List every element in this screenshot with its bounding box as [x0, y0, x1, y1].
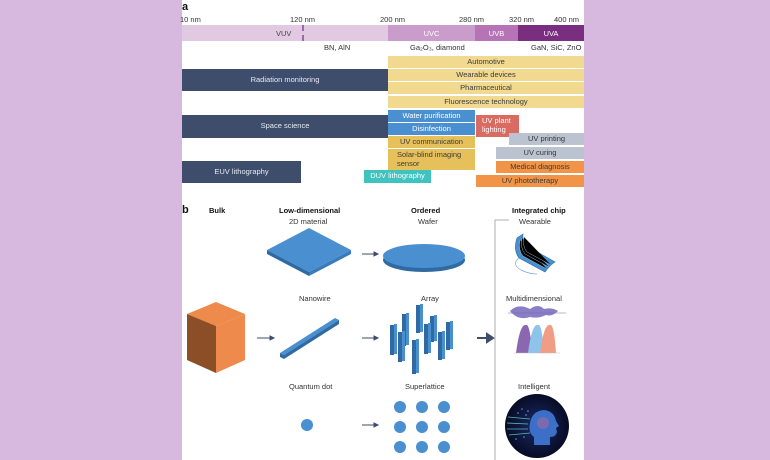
app-uv-plant-lighting: UV plant lighting: [476, 115, 519, 137]
label-array: Array: [421, 294, 439, 303]
wafer-icon: [383, 244, 465, 272]
band-uvb: UVB: [475, 25, 518, 41]
nanowire-array-icon: [390, 304, 453, 374]
nanowire-rod: [416, 304, 423, 333]
panel-b-label: b: [182, 204, 189, 216]
band-vuv-label: VUV: [276, 28, 292, 38]
superlattice-dot: [394, 421, 406, 433]
band-uva-label: UVA: [543, 28, 559, 38]
panel-a-label: a: [182, 1, 189, 13]
app-wearable-devices: Wearable devices: [388, 69, 584, 81]
superlattice-dot: [394, 401, 406, 413]
nanowire-rod: [446, 321, 453, 350]
app-solar-blind-imaging-sensor: Solar-blind imaging sensor: [388, 149, 475, 170]
peak-purple: [516, 324, 532, 353]
label-wafer: Wafer: [418, 217, 438, 226]
app-uv-communication: UV communication: [388, 136, 475, 148]
tick-200nm: 200 nm: [380, 15, 406, 24]
app-disinfection: Disinfection: [388, 123, 475, 135]
nanowire-rod: [424, 323, 431, 354]
superlattice-dot: [438, 401, 450, 413]
vuv-divider: [302, 25, 304, 41]
label-multidimensional: Multidimensional: [506, 294, 562, 303]
band-uvc-label: UVC: [423, 28, 440, 38]
multidimensional-spectrum-icon: [508, 306, 566, 354]
column-integrated-chip: Integrated chip: [512, 206, 566, 215]
app-pharmaceutical: Pharmaceutical: [388, 82, 584, 94]
nanowire-rod: [402, 313, 409, 346]
column-ordered: Ordered: [411, 206, 441, 215]
quantum-dot-icon: [301, 419, 313, 431]
app-uv-phototherapy: UV phototherapy: [476, 175, 584, 187]
peak-lightblue: [528, 324, 544, 353]
label-quantum-dot: Quantum dot: [289, 382, 333, 391]
superlattice-dot: [416, 441, 428, 453]
label-intelligent: Intelligent: [518, 382, 551, 391]
nanowire-rod: [430, 315, 437, 342]
band-uvb-label: UVB: [488, 28, 505, 38]
tick-320nm: 320 nm: [509, 15, 535, 24]
column-bulk: Bulk: [209, 206, 226, 215]
nanowire-icon: [280, 318, 339, 359]
wearable-chip-icon: [515, 233, 556, 275]
app-medical-diagnosis: Medical diagnosis: [496, 161, 584, 173]
tick-10nm: 10 nm: [180, 15, 201, 24]
superlattice-dot: [438, 441, 450, 453]
app-euv-lithography: EUV lithography: [182, 161, 301, 183]
tick-400nm: 400 nm: [554, 15, 580, 24]
app-space-science: Space science: [182, 115, 388, 138]
superlattice-dot: [394, 441, 406, 453]
nanowire-rod: [438, 331, 445, 360]
superlattice-dot: [438, 421, 450, 433]
app-uv-curing: UV curing: [496, 147, 584, 159]
app-water-purification: Water purification: [388, 110, 475, 122]
bulk-cube-icon: [187, 302, 245, 373]
label-nanowire: Nanowire: [299, 294, 331, 303]
2d-material-sheet-icon: [267, 228, 351, 276]
material-gan-sic-zno: GaN, SiC, ZnO: [531, 43, 582, 52]
material-ga2o3-diamond: Ga₂O₃, diamond: [410, 43, 465, 52]
superlattice-icon: [394, 401, 450, 453]
superlattice-dot: [416, 401, 428, 413]
band-uvc: UVC: [388, 25, 475, 41]
column-low-dimensional: Low-dimensional: [279, 206, 341, 215]
app-duv-lithography: DUV lithography: [364, 170, 431, 183]
material-bn-aln: BN, AlN: [324, 43, 351, 52]
tick-120nm: 120 nm: [290, 15, 316, 24]
nanowire-rod: [398, 331, 405, 362]
superlattice-dot: [416, 421, 428, 433]
band-uva: UVA: [518, 25, 584, 41]
app-uv-printing: UV printing: [509, 133, 584, 145]
label-2d-material: 2D material: [289, 217, 328, 226]
label-wearable: Wearable: [519, 217, 551, 226]
app-radiation-monitoring: Radiation monitoring: [182, 69, 388, 91]
nanowire-rod: [390, 324, 397, 355]
tick-280nm: 280 nm: [459, 15, 485, 24]
process-arrows: [257, 251, 495, 428]
intelligent-ai-head-icon: [505, 394, 569, 458]
app-fluorescence-technology: Fluorescence technology: [388, 96, 584, 108]
integrated-bracket: [494, 219, 509, 460]
peak-salmon: [540, 324, 556, 353]
band-vuv: VUV: [182, 25, 388, 41]
figure-panel: a 10 nm 120 nm 200 nm 280 nm 320 nm 400 …: [180, 0, 584, 460]
label-superlattice: Superlattice: [405, 382, 445, 391]
app-automotive: Automotive: [388, 56, 584, 68]
nanowire-rod: [412, 339, 419, 374]
